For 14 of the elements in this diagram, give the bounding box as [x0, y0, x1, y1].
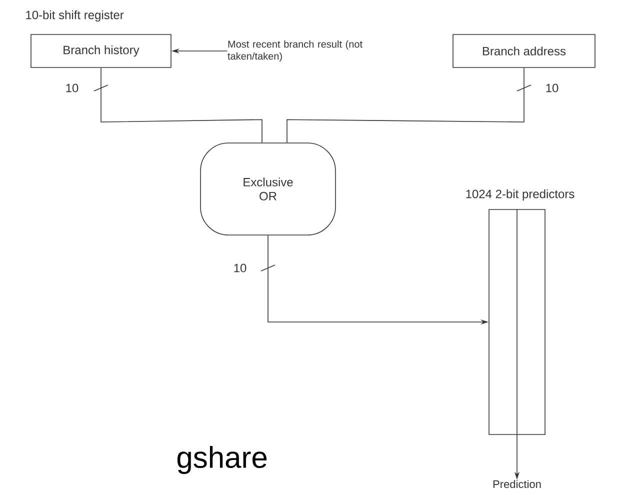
heading: 10-bit shift register	[26, 10, 124, 22]
bus-width-label: 10	[234, 264, 246, 272]
register-box: Branch address	[452, 34, 596, 68]
register-box: Branch history	[30, 34, 172, 68]
predictor-table: 1024 2-bit predictors	[466, 189, 574, 435]
bus-line	[286, 68, 524, 143]
xor-gate: Exclusive OR	[200, 142, 336, 236]
bus-line	[100, 68, 262, 143]
scheme-name: gshare	[177, 446, 267, 474]
note-text: Most recent branch result (not taken/taken)	[228, 40, 362, 62]
note-text: Prediction	[493, 480, 541, 488]
bus-width-label: 10	[546, 84, 558, 92]
bus-width-label: 10	[66, 84, 78, 92]
node-label: 1024 2-bit predictors	[466, 189, 574, 201]
